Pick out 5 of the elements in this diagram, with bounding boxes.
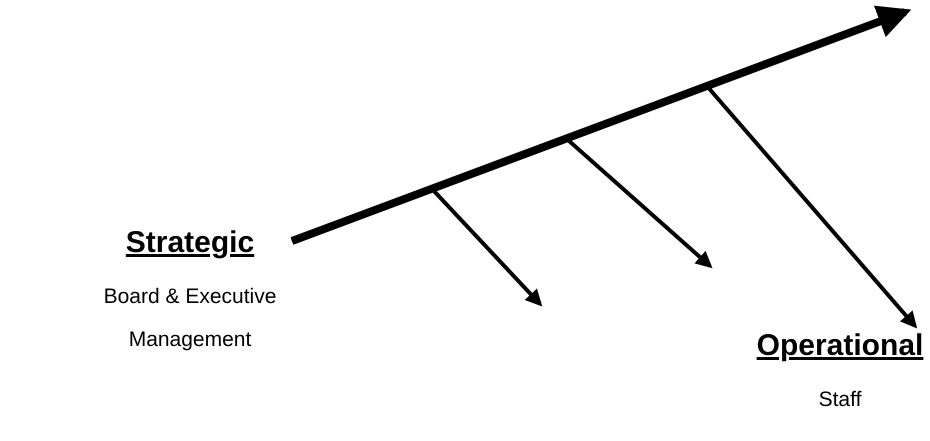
description-text: Staff — [818, 387, 862, 413]
heading-text: Strategic — [126, 225, 254, 261]
heading-text: Operational — [756, 328, 924, 364]
arrow — [290, 6, 912, 245]
description-text: Board & Executive Management — [102, 284, 278, 353]
